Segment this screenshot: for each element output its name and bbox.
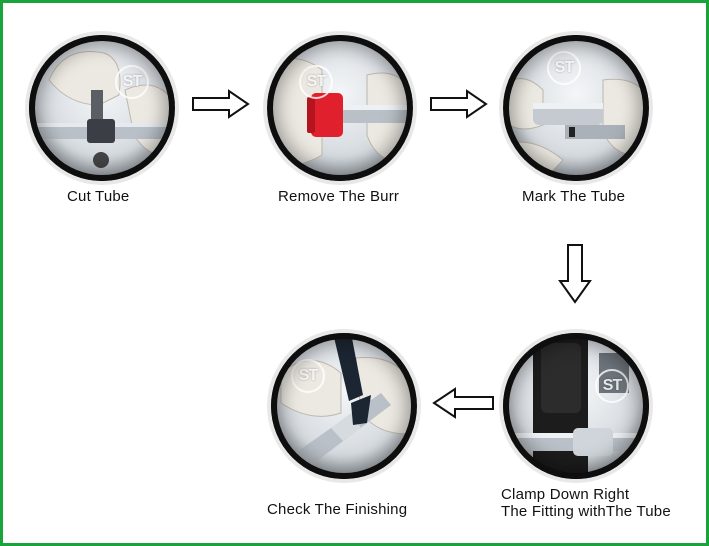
arrow-left-icon — [432, 387, 494, 419]
step-5-image: ST — [271, 333, 417, 479]
step-1-image: ST — [29, 35, 175, 181]
watermark-logo-1: ST — [115, 65, 149, 99]
step-4-label-line-2: The Fitting withThe Tube — [501, 503, 671, 520]
step-5-label: Check The Finishing — [267, 501, 408, 518]
watermark-logo-4: ST — [595, 369, 629, 403]
watermark-logo-2: ST — [299, 65, 333, 99]
step-2-image: ST — [267, 35, 413, 181]
arrow-down-icon — [558, 244, 592, 304]
deburr-illustration — [267, 58, 413, 166]
check-finishing-illustration — [280, 333, 417, 479]
step-1-label: Cut Tube — [67, 188, 130, 205]
watermark-logo-3: ST — [547, 51, 581, 85]
cut-tube-illustration — [29, 51, 175, 168]
step-3-label: Mark The Tube — [522, 188, 626, 205]
arrow-right-icon — [192, 89, 250, 119]
step-4-label: Clamp Down Right The Fitting withThe Tub… — [501, 486, 671, 520]
step-3-image: ST — [503, 35, 649, 181]
mark-tube-illustration — [503, 78, 649, 181]
step-4-label-line-1: Clamp Down Right — [501, 486, 630, 503]
watermark-logo-5: ST — [291, 359, 325, 393]
step-2-label: Remove The Burr — [278, 188, 400, 205]
clamp-illustration — [503, 333, 649, 479]
step-4-image: ST — [503, 333, 649, 479]
arrow-right-icon — [430, 89, 488, 119]
